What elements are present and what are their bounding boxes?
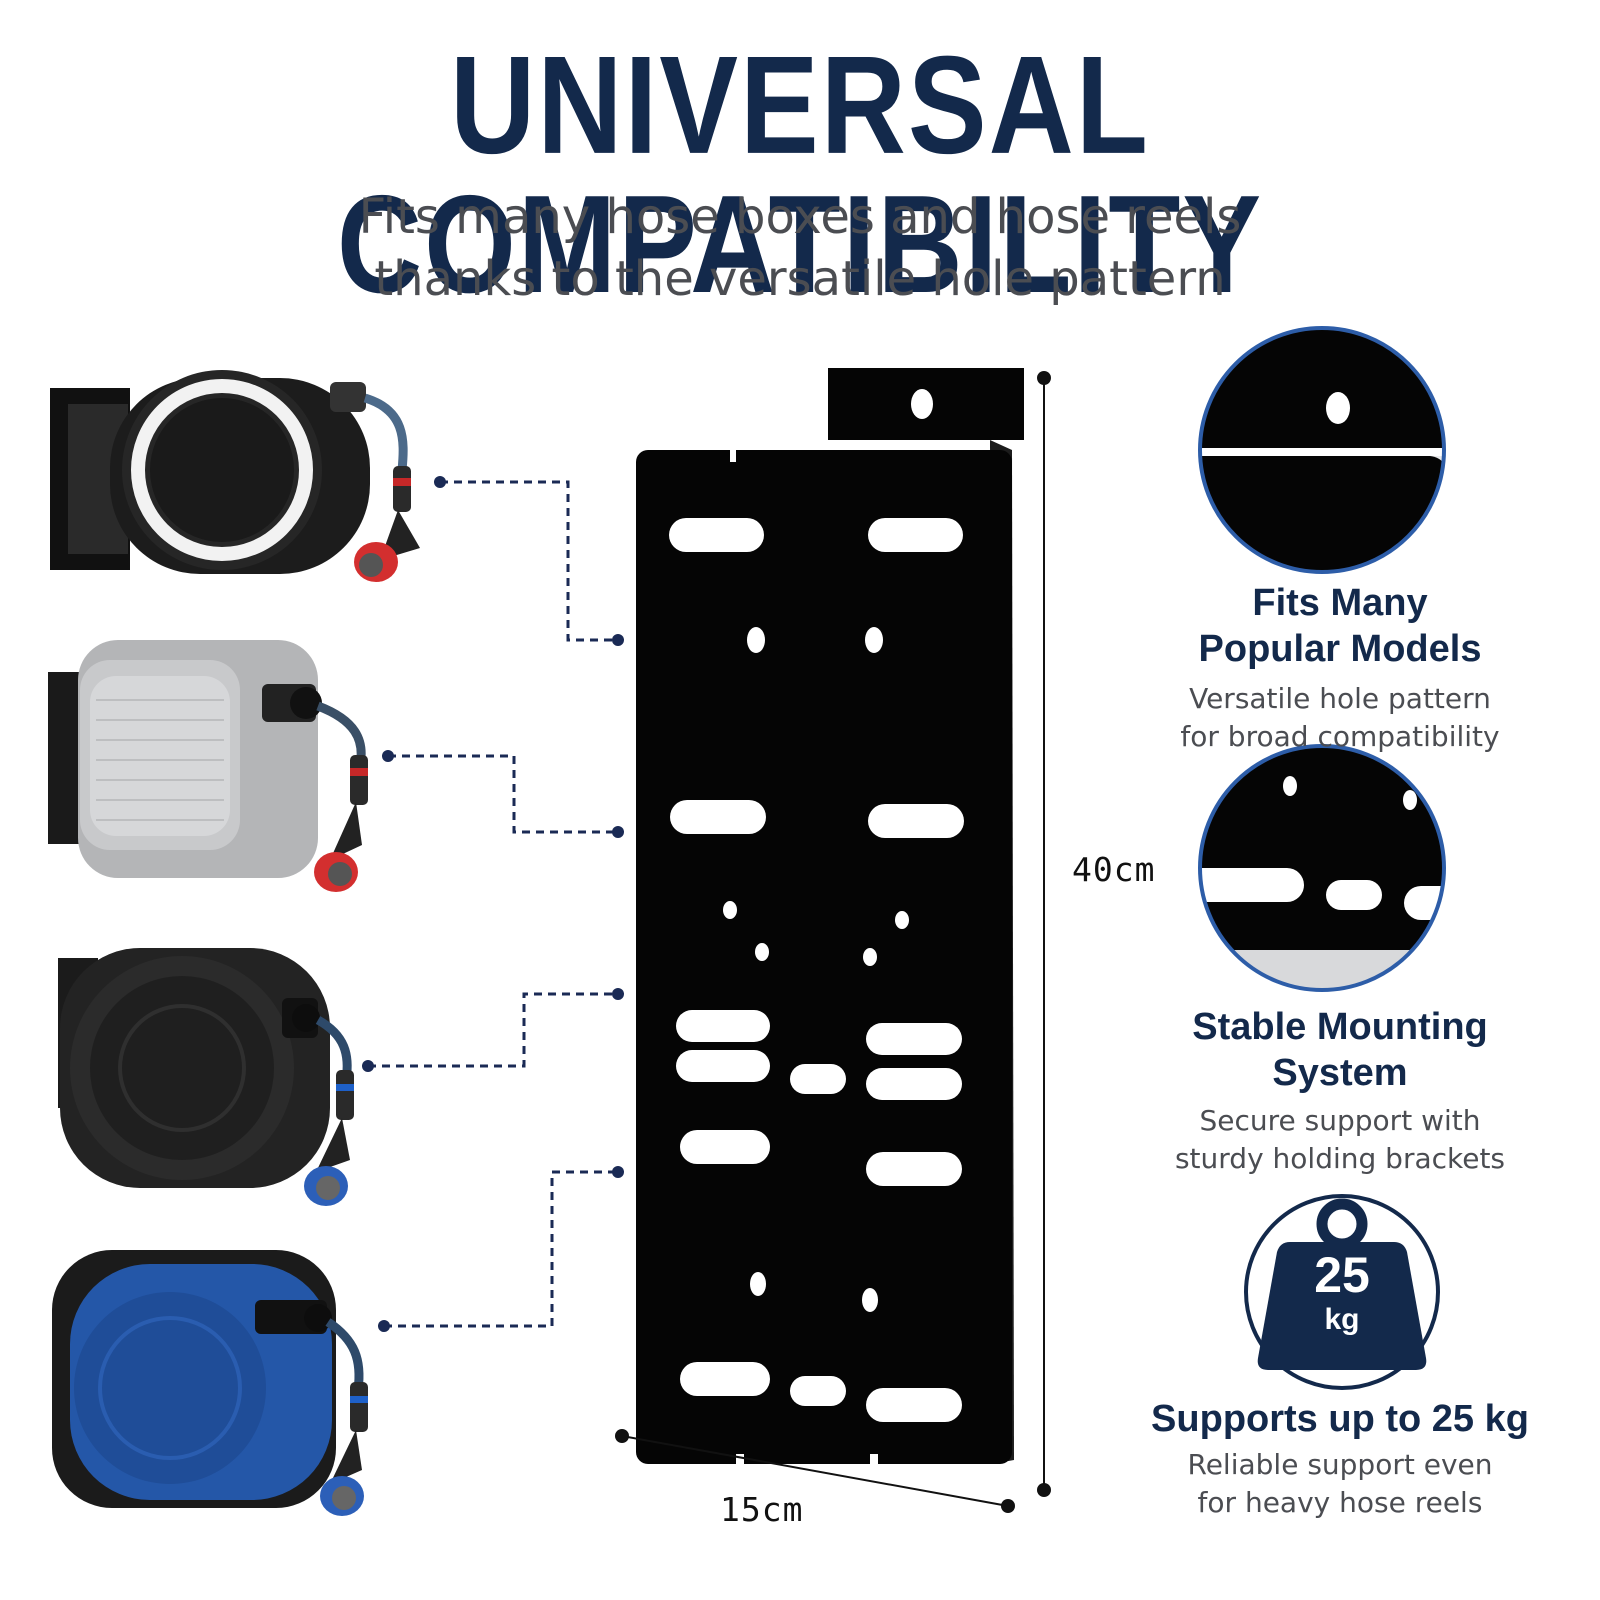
feature-3-title: Supports up to 25 kg bbox=[1151, 1398, 1529, 1440]
hose-reel-grey bbox=[48, 640, 368, 892]
subtitle-line-1: Fits many hose boxes and hose reels bbox=[358, 189, 1242, 245]
width-dimension-line bbox=[615, 1429, 1015, 1513]
feature-2-desc-line-1: Secure support with bbox=[1199, 1104, 1481, 1137]
height-label: 40cm bbox=[1072, 850, 1156, 889]
weight-unit: kg bbox=[1324, 1303, 1360, 1336]
hose-reel-black bbox=[58, 948, 354, 1206]
feature-1-desc-line-2: for broad compatibility bbox=[1180, 720, 1500, 753]
detail-circle-slots bbox=[1198, 744, 1446, 992]
connector-lines bbox=[368, 480, 618, 1328]
weight-icon bbox=[1244, 1194, 1440, 1390]
feature-1-title-line-1: Fits Many bbox=[1252, 582, 1428, 624]
hose-reel-black-white-ring bbox=[50, 370, 420, 582]
feature-3-desc-line-2: for heavy hose reels bbox=[1197, 1486, 1483, 1519]
page-title: UNIVERSAL COMPATIBILITY bbox=[336, 27, 1264, 323]
feature-1-title-line-2: Popular Models bbox=[1198, 628, 1482, 670]
weight-number: 25 bbox=[1314, 1247, 1370, 1303]
mounting-plate bbox=[636, 368, 1024, 1464]
feature-2-title-line-2: System bbox=[1272, 1052, 1408, 1094]
subtitle-line-2: thanks to the versatile hole pattern bbox=[374, 251, 1226, 307]
feature-1-desc-line-1: Versatile hole pattern bbox=[1189, 682, 1491, 715]
hose-reel-blue bbox=[52, 1250, 368, 1516]
width-label: 15cm bbox=[720, 1490, 804, 1529]
feature-2-desc-line-2: sturdy holding brackets bbox=[1174, 1142, 1506, 1175]
connector-dots bbox=[362, 476, 624, 1332]
feature-3-desc-line-1: Reliable support even bbox=[1187, 1448, 1493, 1481]
feature-2-title-line-1: Stable Mounting bbox=[1192, 1006, 1488, 1048]
height-dimension-line bbox=[1037, 371, 1051, 1497]
detail-circle-bracket bbox=[1198, 326, 1446, 574]
